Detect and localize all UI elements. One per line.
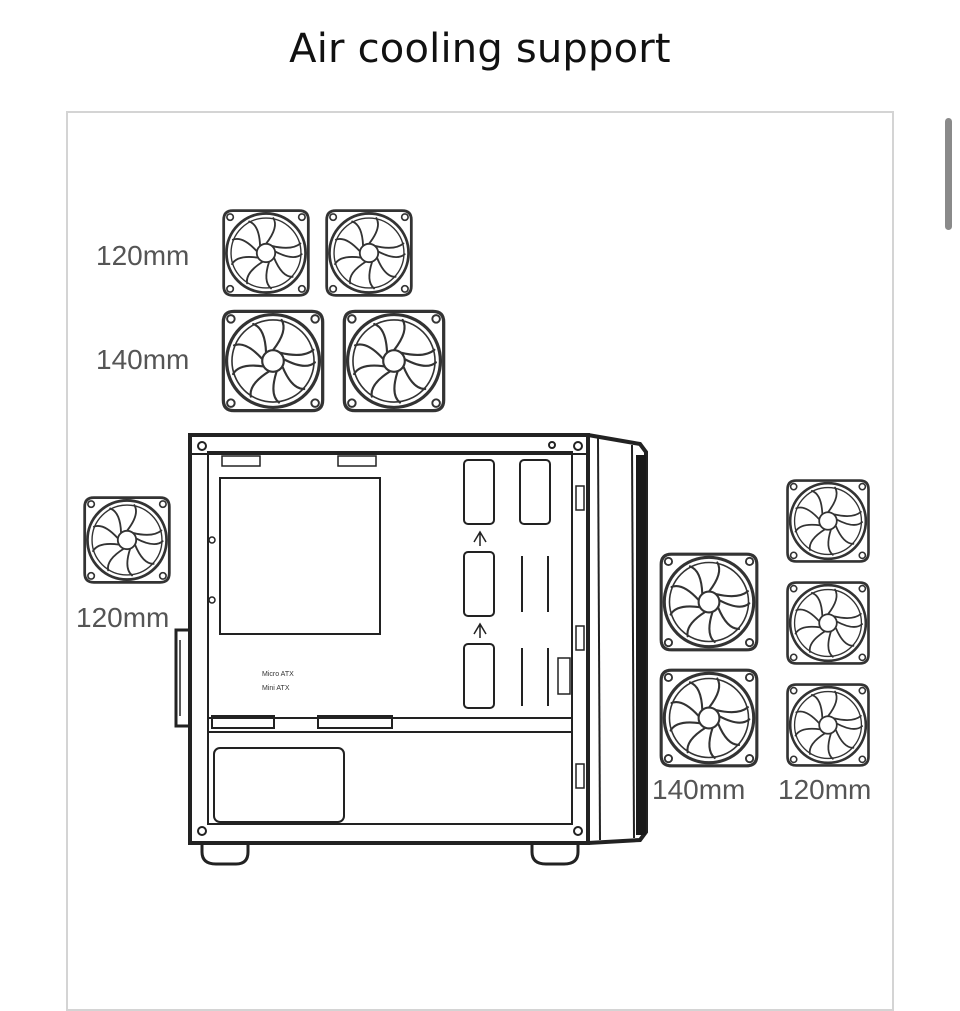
fan-icon <box>222 209 310 297</box>
page-title: Air cooling support <box>289 26 671 72</box>
top-120mm-label: 120mm <box>96 240 189 271</box>
fan-icon <box>325 209 413 297</box>
fan-icon <box>786 479 870 563</box>
scrollbar[interactable] <box>945 118 952 230</box>
fan-icon <box>786 581 870 665</box>
board-text-line1: Micro ATX <box>262 671 294 678</box>
rear-120mm-label: 120mm <box>76 602 169 633</box>
fan-icon <box>221 309 325 413</box>
front-140mm-label: 140mm <box>652 774 745 805</box>
fan-icon <box>659 552 759 652</box>
fan-icon <box>83 496 171 584</box>
front-120mm-label: 120mm <box>778 774 871 805</box>
fan-icon <box>659 668 759 768</box>
fan-icon <box>786 683 870 767</box>
board-text-line2: Mini ATX <box>262 685 290 692</box>
top-140mm-label: 140mm <box>96 344 189 375</box>
fan-icon <box>342 309 446 413</box>
pc-case <box>174 433 648 866</box>
